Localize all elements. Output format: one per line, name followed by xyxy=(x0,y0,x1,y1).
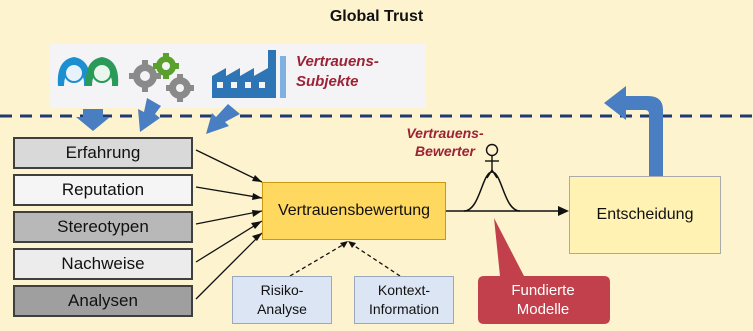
source-box-analyses: Analysen xyxy=(13,285,193,317)
decision-box: Entscheidung xyxy=(569,176,721,254)
diagram-title: Global Trust xyxy=(329,8,424,25)
people-icon xyxy=(57,57,119,86)
factory-icon xyxy=(212,50,286,98)
models-label-line1: Fundierte xyxy=(511,282,575,299)
trust-evaluator-label-line1: Vertrauens- xyxy=(406,125,484,141)
input-arrows xyxy=(289,242,401,277)
feedback-arrow xyxy=(604,86,663,176)
trust-evaluator-label-line2: Bewerter xyxy=(415,143,475,159)
trust-evaluation-box: Vertrauensbewertung xyxy=(262,182,446,240)
context-information-line1: Kontext- xyxy=(377,282,431,298)
trust-evaluator-label: Vertrauens- Bewerter xyxy=(400,124,490,160)
trust-subjects-label-line2: Subjekte xyxy=(296,73,359,90)
gears-icon xyxy=(129,53,194,102)
trust-subjects-label-line1: Vertrauens- xyxy=(296,53,379,70)
subject-arrows xyxy=(76,98,240,134)
context-information-line2: Information xyxy=(368,301,440,317)
source-box-reputation: Reputation xyxy=(13,174,193,206)
models-callout xyxy=(478,218,610,324)
models-label-line2: Modelle xyxy=(516,301,570,318)
source-box-experience: Erfahrung xyxy=(13,137,193,169)
source-box-evidence: Nachweise xyxy=(13,248,193,280)
evaluator-figure xyxy=(485,143,499,179)
source-box-stereotypes: Stereotypen xyxy=(13,211,193,243)
risk-analysis-line2: Analyse xyxy=(257,301,307,317)
source-arrows xyxy=(195,149,263,300)
source-arrowheads xyxy=(251,175,262,241)
bell-curve xyxy=(463,171,521,212)
context-information-box: Kontext- Information xyxy=(354,276,454,324)
trust-subjects-label: Vertrauens- Subjekte xyxy=(296,52,426,92)
risk-analysis-box: Risiko- Analyse xyxy=(232,276,332,324)
risk-analysis-line1: Risiko- xyxy=(260,282,304,298)
models-label: Fundierte Modelle xyxy=(478,278,608,322)
